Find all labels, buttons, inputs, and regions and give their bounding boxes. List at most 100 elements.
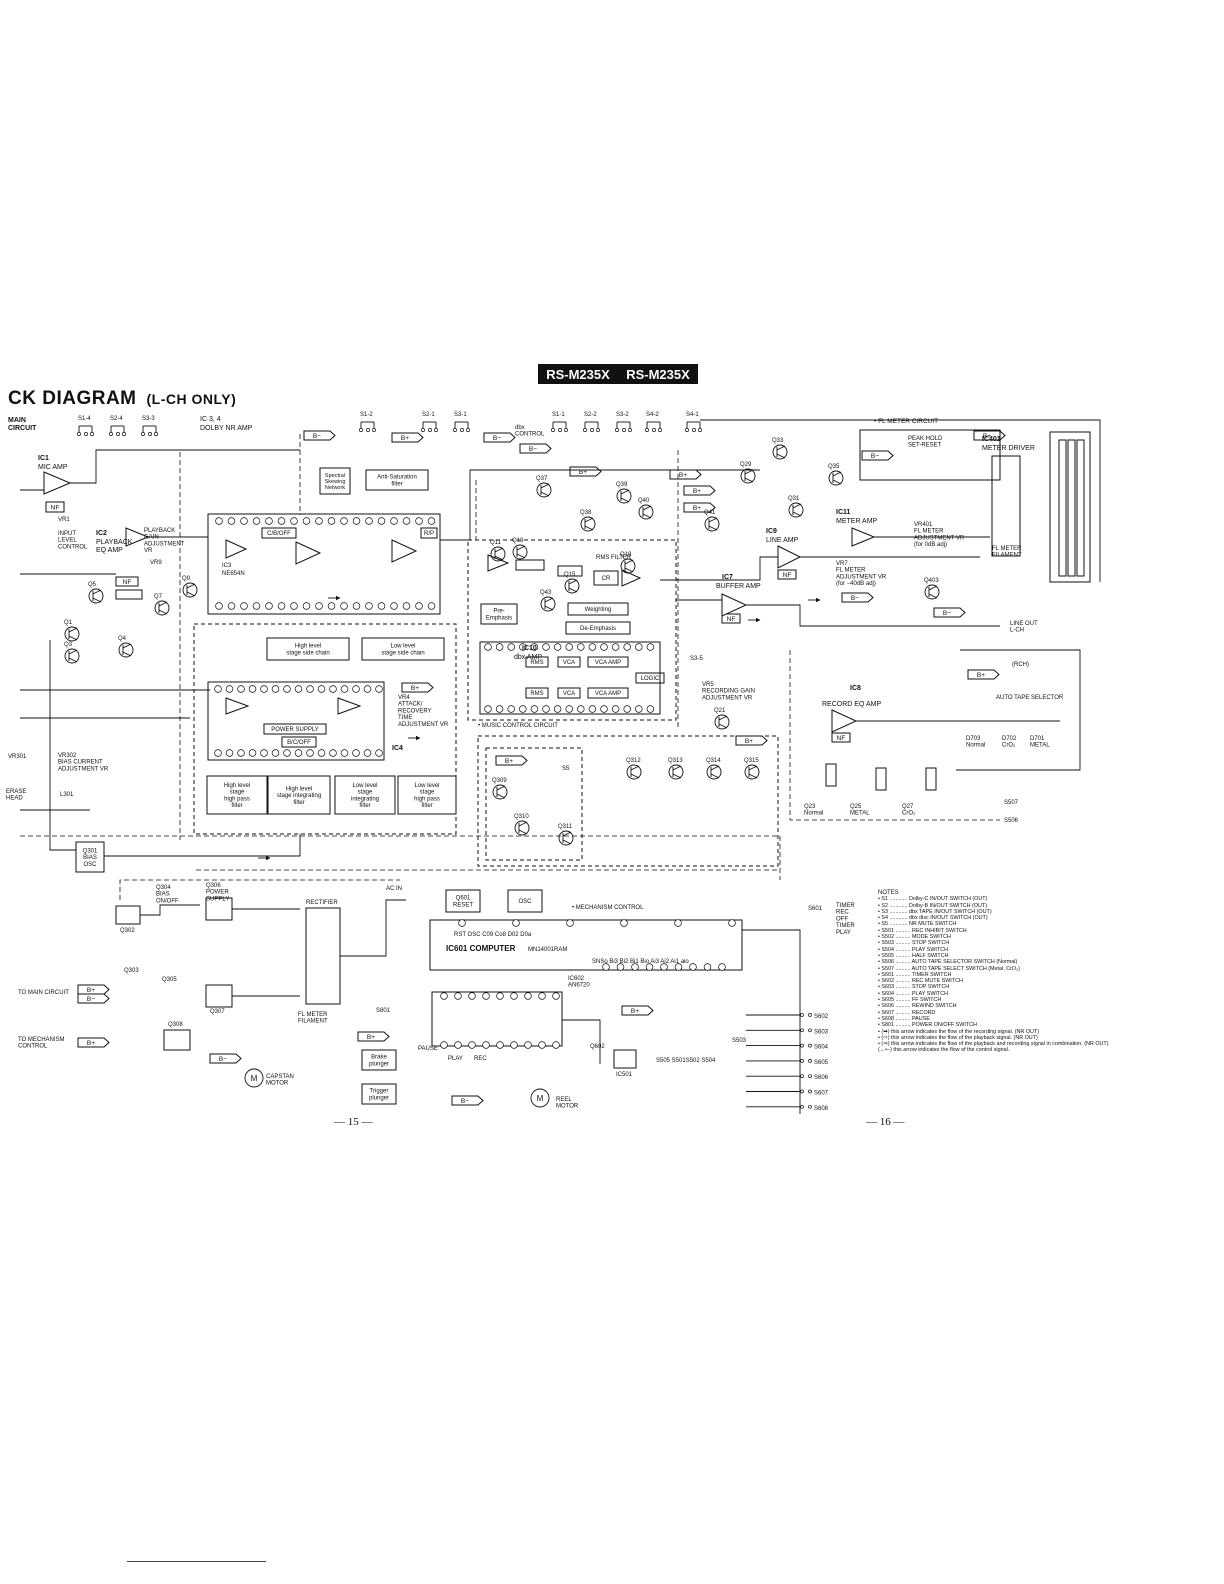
ic601-bottom-pin bbox=[645, 963, 654, 971]
ic4-bplus: B+ bbox=[411, 685, 419, 692]
ic601-top-pin bbox=[566, 919, 574, 927]
switch-s4-2-contact bbox=[658, 428, 662, 432]
meter-bminus-tag bbox=[861, 450, 894, 461]
s503-label: S503 bbox=[732, 1038, 747, 1044]
ic3-top-pin bbox=[340, 517, 348, 525]
auto-tape-label: AUTO TAPE SELECTOR bbox=[996, 695, 1064, 701]
amp-bplus-1: B+ bbox=[679, 472, 687, 479]
note-item: • (➡) this arrow indicates the flow of t… bbox=[878, 1028, 1039, 1035]
ic602-bottom-pin bbox=[468, 1041, 476, 1049]
pause-label: PAUSE bbox=[418, 1046, 438, 1052]
ic3-bottom-pin bbox=[427, 602, 436, 610]
switch-s2-4-contact bbox=[116, 432, 120, 436]
ic3-top-pin bbox=[302, 517, 311, 525]
ic602-body bbox=[431, 991, 563, 1047]
switch-s1-1-contact bbox=[551, 428, 555, 432]
transistor-q29-label: Q29 bbox=[740, 462, 752, 468]
transistor-q315 bbox=[744, 764, 760, 780]
timer-wire bbox=[742, 929, 801, 1114]
transistor-q1-label: Q1 bbox=[64, 620, 73, 626]
rectifier-ac-wire bbox=[340, 899, 406, 957]
q307-label: Q307 bbox=[210, 1009, 225, 1015]
capstan-bminus-tag bbox=[209, 1053, 242, 1064]
switch-s4-1: S4-1 bbox=[686, 412, 699, 418]
brake-plunger-box bbox=[361, 1049, 397, 1071]
music-control-label: • MUSIC CONTROL CIRCUIT bbox=[478, 723, 558, 729]
capstan-motor-m: M bbox=[251, 1074, 258, 1083]
ic10-bottom-pin bbox=[484, 705, 492, 713]
switch-s3-3-contact bbox=[148, 432, 152, 436]
ic4-bottom-pin bbox=[340, 749, 349, 757]
ic4-top-pin bbox=[340, 685, 349, 693]
ic601-bottom-pin bbox=[660, 963, 668, 971]
transistor-q29-leads bbox=[744, 469, 754, 483]
page-number-right: — 16 — bbox=[866, 1116, 905, 1128]
transistor-q41 bbox=[704, 516, 720, 532]
ic2-amp-symbol bbox=[125, 527, 150, 547]
note-item: • S603 .......... STOP SWITCH bbox=[878, 984, 950, 991]
ic9-nf-box bbox=[777, 569, 797, 580]
ats-bplus-tag bbox=[967, 669, 1000, 680]
transistor-q43 bbox=[540, 596, 556, 612]
ats-bplus: B+ bbox=[977, 672, 985, 679]
switch-s3-2: S3-2 bbox=[616, 412, 629, 418]
ic3-top-pin bbox=[365, 517, 373, 525]
transistor-q3-label: Q3 bbox=[64, 642, 73, 648]
transistor-q3-leads bbox=[68, 649, 78, 663]
ic10-bottom-pin bbox=[542, 705, 550, 713]
ic10-bottom-pin bbox=[600, 705, 608, 713]
transistor-q13 bbox=[512, 544, 528, 560]
transistor-q35-leads bbox=[832, 471, 842, 485]
osc-out-wire bbox=[104, 834, 301, 857]
amp-bplus-3: B+ bbox=[693, 505, 701, 512]
model-banner: RS-M235X RS-M235X bbox=[538, 364, 698, 384]
transistor-q39-label: Q39 bbox=[616, 482, 628, 488]
switch-contact bbox=[800, 1028, 804, 1033]
q304-wire bbox=[140, 904, 200, 916]
to-main-bplus-tag bbox=[77, 984, 110, 995]
vca-amp-2-box bbox=[587, 687, 629, 699]
ic3-bottom-pin bbox=[290, 602, 298, 610]
amp-bplus-2: B+ bbox=[693, 488, 701, 495]
ic4-top-pin bbox=[225, 685, 234, 693]
q302-label: Q302 bbox=[120, 928, 135, 934]
switch-s602: S602 bbox=[814, 1014, 829, 1020]
ic10-label: IC10 bbox=[522, 645, 537, 652]
spectral-skewing-box bbox=[319, 467, 351, 495]
switch-s605: S605 bbox=[814, 1060, 829, 1066]
ic3-top-pin bbox=[215, 517, 223, 525]
transistor-q19-label: Q19 bbox=[620, 552, 632, 558]
switch-s2-4-contact bbox=[122, 432, 126, 436]
ic3-body bbox=[207, 513, 441, 615]
transistor-q33-label: Q33 bbox=[772, 438, 784, 444]
transistor-q39 bbox=[616, 488, 632, 504]
ic34-name: DOLBY NR AMP bbox=[200, 425, 253, 432]
transistor-q40-label: Q40 bbox=[638, 498, 650, 504]
q601-reset-box bbox=[445, 889, 481, 913]
pre-emphasis-box bbox=[480, 603, 518, 625]
ic10-body bbox=[479, 641, 661, 715]
cr-block: CR bbox=[602, 576, 611, 582]
ic10-bottom-pin bbox=[623, 705, 631, 713]
ic4-top-pin bbox=[317, 685, 326, 693]
switch-s1-2-contact bbox=[372, 428, 376, 432]
model-left: RS-M235X bbox=[546, 366, 610, 382]
ic4-area bbox=[193, 623, 457, 835]
s601-label: S601 bbox=[808, 906, 823, 912]
transistor-q41-leads bbox=[708, 517, 718, 531]
transistor-q13-label: Q13 bbox=[512, 538, 524, 544]
rms-2-box bbox=[525, 687, 549, 699]
transistor-q9-leads bbox=[186, 583, 196, 597]
to-main-label: TO MAIN CIRCUIT bbox=[18, 990, 69, 996]
cb-off-box bbox=[261, 527, 297, 539]
ats-loop-wire bbox=[956, 649, 1081, 771]
fl-display-outline bbox=[1049, 431, 1091, 583]
bc-off-box bbox=[281, 736, 317, 748]
